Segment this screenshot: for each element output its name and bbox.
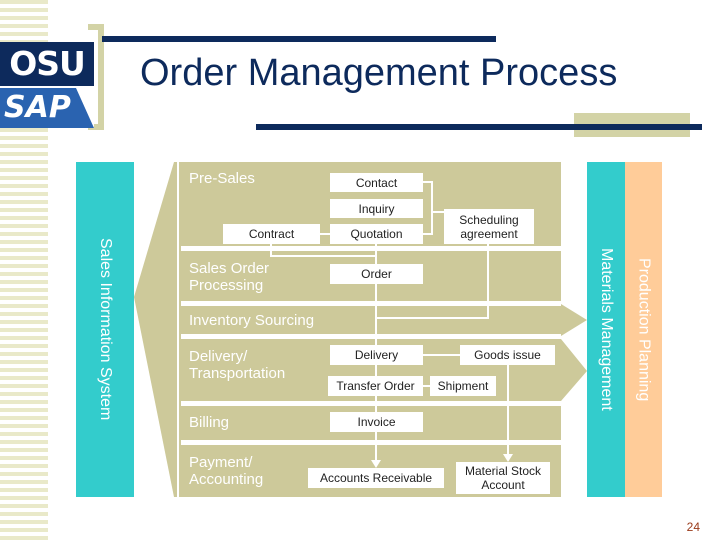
stage-label-delivery: Delivery/ Transportation <box>189 348 286 382</box>
box-inquiry: Inquiry <box>330 199 423 218</box>
osu-logo-text: OSU <box>0 42 94 86</box>
box-shipment: Shipment <box>430 376 496 396</box>
box-contact: Contact <box>330 173 423 192</box>
stage-label-payment: Payment/ Accounting <box>189 454 264 488</box>
stage-label-inventory: Inventory Sourcing <box>189 312 315 329</box>
box-scheduling-agreement: Scheduling agreement <box>444 209 534 244</box>
box-material-stock-account: Material Stock Account <box>456 462 550 494</box>
logo-bracket <box>88 24 104 130</box>
osu-sap-logo: OSU SAP <box>0 42 94 128</box>
sap-logo-text: SAP <box>0 88 94 128</box>
materials-management-label: Materials Management <box>598 248 615 411</box>
connector-lines <box>270 181 509 462</box>
band-inventory-arrow <box>181 304 587 336</box>
box-delivery: Delivery <box>330 345 423 365</box>
box-order: Order <box>330 264 423 284</box>
materials-management-panel: Materials Management <box>587 162 625 497</box>
box-transfer-order: Transfer Order <box>328 376 423 396</box>
box-invoice: Invoice <box>330 412 423 432</box>
stage-label-billing: Billing <box>189 414 230 431</box>
page-title: Order Management Process <box>140 52 618 94</box>
arrowhead-material-stock <box>503 454 513 462</box>
sales-information-system-panel: Sales Information System <box>76 162 134 497</box>
box-accounts-receivable: Accounts Receivable <box>308 468 444 488</box>
arrowhead-accounts-receivable <box>371 460 381 468</box>
page-number: 24 <box>686 520 700 534</box>
sales-information-system-label: Sales Information System <box>97 238 114 421</box>
box-quotation: Quotation <box>330 224 423 244</box>
funnel-connector <box>134 162 181 497</box>
box-goods-issue: Goods issue <box>460 345 555 365</box>
production-planning-label: Production Planning <box>635 257 653 402</box>
box-contract: Contract <box>223 224 320 244</box>
stage-label-presales: Pre-Sales <box>189 170 255 187</box>
title-bar-bottom <box>256 124 702 130</box>
title-bar-top <box>102 36 496 42</box>
production-planning-panel: Production Planning <box>625 162 662 497</box>
stage-label-sales-order: Sales Order Processing <box>189 260 270 294</box>
